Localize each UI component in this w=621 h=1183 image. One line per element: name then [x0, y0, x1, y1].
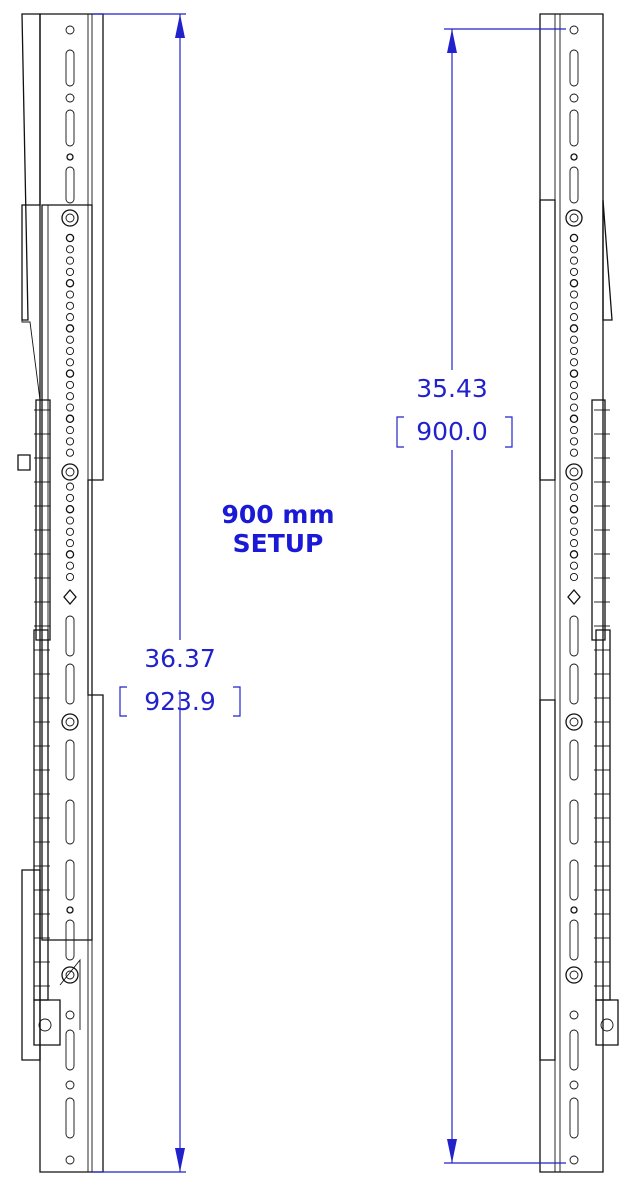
adjustment-hole [569, 301, 579, 310]
adjustment-hole [65, 403, 75, 412]
adjustment-hole [569, 290, 579, 299]
adjustment-hole [65, 324, 75, 333]
adjustment-hole [569, 245, 579, 254]
setup-label: 900 mm SETUP [222, 500, 335, 558]
adjustment-hole [65, 380, 75, 389]
adjustment-hole [65, 256, 75, 265]
adjustment-hole [569, 448, 579, 457]
right-rail-assembly [539, 13, 619, 1173]
adjustment-hole [569, 380, 579, 389]
right-dimension: 35.43 900.0 [396, 28, 566, 1164]
adjustment-hole [65, 448, 75, 457]
adjustment-hole [65, 504, 75, 514]
adjustment-hole [569, 403, 579, 412]
right-side-hardware [594, 409, 610, 987]
adjustment-hole [65, 414, 75, 424]
left-side-hardware [34, 409, 50, 987]
adjustment-hole [569, 233, 579, 243]
left-rail-assembly [17, 13, 104, 1173]
adjustment-hole [569, 572, 579, 582]
adjustment-hole [569, 539, 579, 548]
adjustment-hole [569, 313, 579, 322]
adjustment-hole [569, 504, 579, 514]
left-dimension: 36.37 923.9 [92, 13, 241, 1173]
adjustment-hole [569, 437, 579, 446]
adjustment-hole [65, 335, 75, 344]
right-hole-column [569, 233, 579, 582]
adjustment-hole [569, 267, 579, 276]
adjustment-hole [65, 561, 75, 570]
adjustment-hole [65, 539, 75, 548]
adjustment-hole [65, 358, 75, 367]
adjustment-hole [65, 550, 75, 559]
adjustment-hole [65, 301, 75, 310]
adjustment-hole [65, 346, 75, 356]
right-dimension-inches: 35.43 [416, 374, 488, 403]
adjustment-hole [569, 324, 579, 333]
adjustment-hole [569, 516, 579, 525]
adjustment-hole [569, 426, 579, 435]
adjustment-hole [65, 426, 75, 435]
adjustment-hole [569, 256, 579, 265]
adjustment-hole [65, 493, 75, 502]
adjustment-hole [569, 392, 579, 401]
adjustment-hole [65, 527, 75, 536]
adjustment-hole [569, 414, 579, 424]
adjustment-hole [65, 245, 75, 254]
adjustment-hole [569, 358, 579, 367]
adjustment-hole [569, 493, 579, 502]
adjustment-hole [65, 572, 75, 582]
left-hole-column [65, 233, 75, 582]
adjustment-hole [65, 437, 75, 446]
left-dimension-mm: 923.9 [144, 687, 216, 716]
adjustment-hole [569, 369, 579, 378]
adjustment-hole [65, 392, 75, 401]
left-dimension-inches: 36.37 [144, 644, 216, 673]
adjustment-hole [569, 346, 579, 356]
right-dimension-mm: 900.0 [416, 417, 488, 446]
adjustment-hole [569, 335, 579, 344]
adjustment-hole [65, 369, 75, 378]
adjustment-hole [65, 233, 75, 243]
adjustment-hole [65, 482, 75, 491]
setup-label-line2: SETUP [233, 529, 324, 558]
adjustment-hole [569, 561, 579, 570]
adjustment-hole [569, 278, 579, 288]
setup-label-line1: 900 mm [222, 500, 335, 529]
adjustment-hole [65, 290, 75, 299]
adjustment-hole [569, 527, 579, 536]
adjustment-hole [65, 516, 75, 525]
adjustment-hole [65, 278, 75, 288]
adjustment-hole [569, 550, 579, 559]
adjustment-hole [65, 267, 75, 276]
adjustment-hole [569, 482, 579, 491]
adjustment-hole [65, 313, 75, 322]
